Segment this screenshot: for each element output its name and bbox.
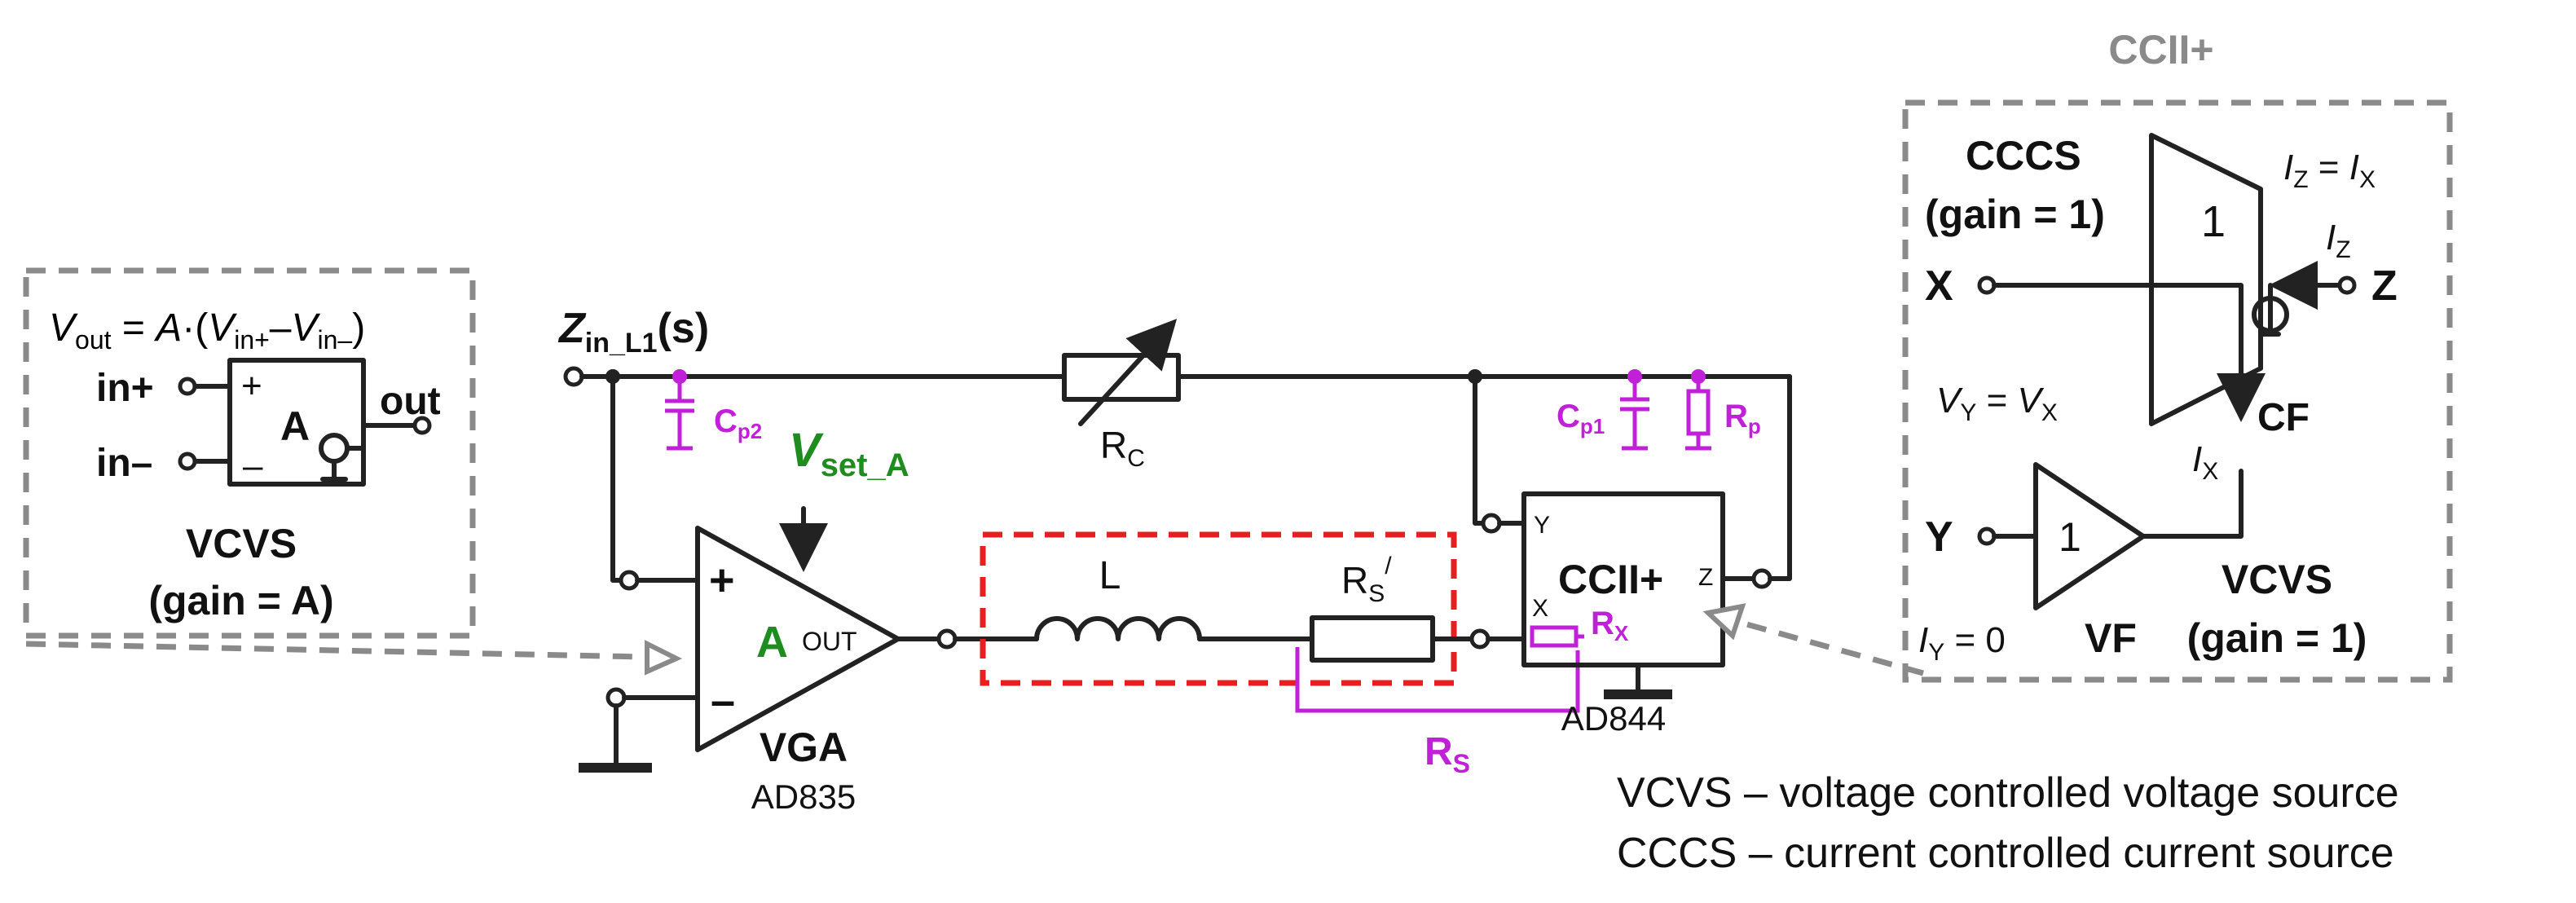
vcvs-block xyxy=(227,358,366,487)
vga-minus-sign: – xyxy=(711,676,735,725)
vcvs-right-title: VCVS xyxy=(2222,557,2332,602)
rx-resistor xyxy=(1530,625,1579,648)
vf-label: VF xyxy=(2085,615,2137,661)
vcvs-source-icon xyxy=(319,433,350,464)
vcvs-equation: Vout = A·(Vin+–Vin–) xyxy=(49,306,365,355)
ccii-x-pin: X xyxy=(1532,595,1548,622)
cccs-gain: (gain = 1) xyxy=(1925,192,2105,237)
ix-label: IX xyxy=(2192,439,2218,485)
z-terminal-label: Z xyxy=(2371,262,2398,310)
vga-gain-symbol: A xyxy=(756,618,788,667)
iy-equation: IY = 0 xyxy=(1918,620,2006,666)
zin-label: Zin_L1(s) xyxy=(557,305,709,359)
ccii-box-title: CCII+ xyxy=(2108,27,2213,73)
z-terminal xyxy=(2337,275,2357,295)
vcvs-in-minus-terminal xyxy=(178,452,197,471)
vcvs-out-wire xyxy=(345,423,418,451)
ccii-z-pin: Z xyxy=(1698,564,1713,591)
legend-cccs: CCCS – current controlled current source xyxy=(1617,830,2394,877)
rs-prime-resistor xyxy=(1310,615,1435,663)
vcvs-out-terminal xyxy=(412,416,432,435)
cp1-label: Cp1 xyxy=(1557,399,1605,438)
vcvs-minus-sign: – xyxy=(243,446,263,486)
vga-name: VGA xyxy=(760,725,848,770)
rs-prime-label: RS/ xyxy=(1341,553,1392,607)
vga-amplifier xyxy=(695,526,900,752)
rs-bracket xyxy=(1295,647,1580,713)
vcvs-pointer xyxy=(25,640,683,676)
vcvs-box-border xyxy=(23,267,476,639)
ix-wire xyxy=(1992,283,2266,422)
cf-gain: 1 xyxy=(2201,197,2226,246)
vga-plus-feed xyxy=(610,374,625,583)
vy-equation: VY = VX xyxy=(1936,381,2058,426)
ccii-z-feedback xyxy=(1768,374,1792,581)
iz-label: IZ xyxy=(2326,218,2351,263)
rc-variable-resistor xyxy=(1062,353,1181,402)
ccii-model-box: CCII+ CCCS (gain = 1) 1 CF IZ = IX IZ X … xyxy=(1902,27,2453,683)
vga-plus-sign: + xyxy=(709,556,735,605)
vga-part: AD835 xyxy=(751,777,856,816)
ccii-box-border xyxy=(1902,99,2453,683)
vcvs-in-plus-terminal xyxy=(178,377,197,396)
vcvs-title: VCVS xyxy=(186,521,297,566)
main-circuit: Zin_L1(s) Cp2 RC Vset_A + – A OUT VGA AD… xyxy=(557,305,1792,816)
legend-vcvs: VCVS – voltage controlled voltage source xyxy=(1617,769,2399,817)
x-terminal-label: X xyxy=(1925,262,1953,310)
vset-label: Vset_A xyxy=(789,424,909,483)
inductor-model-box xyxy=(980,531,1457,686)
y-terminal-label: Y xyxy=(1925,513,1953,561)
iz-equation: IZ = IX xyxy=(2283,148,2376,193)
vcvs-gain-symbol: A xyxy=(280,403,310,449)
ccii-name: CCII+ xyxy=(1558,557,1663,602)
rc-variable-arrow-icon xyxy=(1078,319,1178,426)
vcvs-gain: (gain = A) xyxy=(148,578,333,623)
legend: VCVS – voltage controlled voltage source… xyxy=(1617,769,2399,877)
vcvs-plus-sign: + xyxy=(241,366,262,406)
vcvs-in-plus-label: in+ xyxy=(96,367,154,410)
vf-block xyxy=(2033,462,2146,610)
vcvs-right-gain: (gain = 1) xyxy=(2187,615,2367,661)
cccs-title: CCCS xyxy=(1966,133,2081,178)
ccii-y-feed xyxy=(1473,374,1487,526)
vf-out-wire xyxy=(2141,469,2244,539)
inductor-icon xyxy=(1034,616,1202,641)
cf-block xyxy=(2149,133,2263,426)
ccii-pointer xyxy=(1702,603,1924,676)
vcvs-out-label: out xyxy=(380,380,441,423)
cp2-label: Cp2 xyxy=(714,403,762,443)
rc-label: RC xyxy=(1100,424,1145,472)
rp-label: Rp xyxy=(1724,399,1761,438)
vf-gain: 1 xyxy=(2059,514,2081,560)
vcvs-in-minus-label: in– xyxy=(96,442,152,485)
vga-out-label: OUT xyxy=(802,627,857,656)
inductor-label: L xyxy=(1099,554,1121,597)
vcvs-model-box: Vout = A·(Vin+–Vin–) in+ in– + – A out V… xyxy=(23,267,476,639)
rp-resistor xyxy=(1686,389,1711,436)
cf-label: CF xyxy=(2257,396,2310,439)
rx-label: RX xyxy=(1591,606,1629,645)
ccii-y-pin: Y xyxy=(1534,512,1550,539)
ccii-part: AD844 xyxy=(1561,699,1666,738)
rs-label: RS xyxy=(1425,730,1470,778)
